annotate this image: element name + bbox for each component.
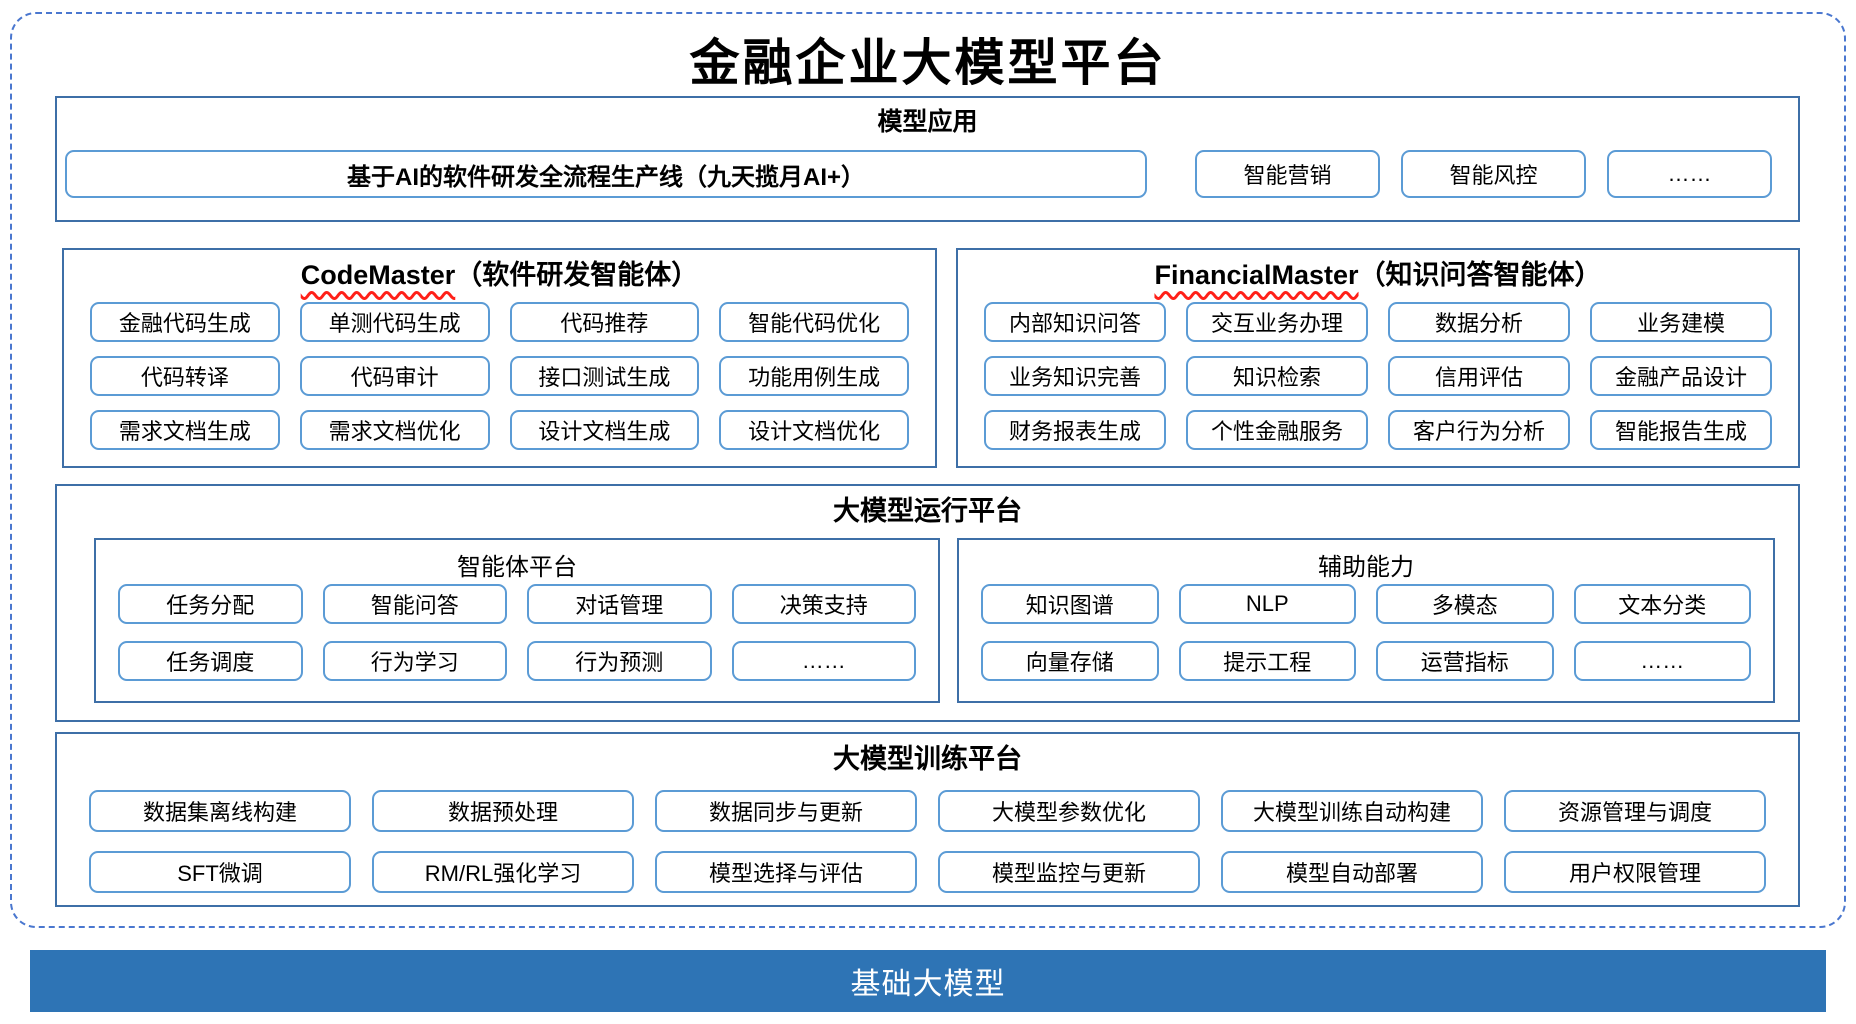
section-training-platform: 大模型训练平台 数据集离线构建 数据预处理 数据同步与更新 大模型参数优化 大模… [55,732,1800,907]
codemaster-name: CodeMaster [300,260,456,290]
codemaster-item: 金融代码生成 [90,302,280,342]
training-grid: 数据集离线构建 数据预处理 数据同步与更新 大模型参数优化 大模型训练自动构建 … [57,790,1798,893]
training-item: 大模型训练自动构建 [1221,790,1483,832]
codemaster-subtitle: （软件研发智能体） [455,260,699,290]
aux-ability-item: 知识图谱 [981,584,1159,624]
base-model-bar: 基础大模型 [30,950,1826,1012]
app-item-marketing: 智能营销 [1195,150,1380,198]
agent-platform-item: 任务调度 [118,641,303,681]
section-model-app-header: 模型应用 [877,108,978,136]
codemaster-item: 代码审计 [299,356,490,396]
training-item: SFT微调 [89,851,351,893]
agent-platform-item: …… [731,641,916,681]
section-runtime-header: 大模型运行平台 [833,496,1022,526]
financialmaster-item: 客户行为分析 [1388,410,1570,450]
training-item: 数据集离线构建 [89,790,351,832]
page-title: 金融企业大模型平台 [689,33,1167,92]
financialmaster-item: 财务报表生成 [984,410,1166,450]
agent-platform-item: 任务分配 [118,584,303,624]
agent-platform-grid: 任务分配 智能问答 对话管理 决策支持 任务调度 行为学习 行为预测 …… [96,584,938,681]
financialmaster-item: 交互业务办理 [1186,302,1368,342]
training-item: 大模型参数优化 [938,790,1200,832]
financialmaster-subtitle: （知识问答智能体） [1358,260,1602,290]
financialmaster-item: 内部知识问答 [984,302,1166,342]
codemaster-grid: 金融代码生成 单测代码生成 代码推荐 智能代码优化 代码转译 代码审计 接口测试… [64,302,935,450]
subsection-agent-platform: 智能体平台 任务分配 智能问答 对话管理 决策支持 任务调度 行为学习 行为预测… [94,538,940,703]
section-training-header: 大模型训练平台 [833,744,1022,774]
agent-platform-item: 对话管理 [527,584,712,624]
agent-platform-item: 行为预测 [527,641,712,681]
financialmaster-item: 智能报告生成 [1590,410,1772,450]
codemaster-item: 单测代码生成 [299,302,490,342]
app-item-risk-control: 智能风控 [1401,150,1586,198]
codemaster-item: 需求文档生成 [90,410,280,450]
codemaster-item: 设计文档生成 [509,410,700,450]
section-financialmaster: FinancialMaster（知识问答智能体） 内部知识问答 交互业务办理 数… [956,248,1800,468]
agent-platform-item: 行为学习 [322,641,507,681]
codemaster-item: 接口测试生成 [509,356,700,396]
aux-ability-header: 辅助能力 [1318,554,1414,581]
base-model-label: 基础大模型 [850,968,1006,1001]
app-item-ai-pipeline: 基于AI的软件研发全流程生产线（九天揽月AI+） [65,150,1147,198]
model-app-row: 基于AI的软件研发全流程生产线（九天揽月AI+） 智能营销 智能风控 …… [65,150,1790,198]
financialmaster-item: 金融产品设计 [1590,356,1772,396]
financialmaster-item: 知识检索 [1186,356,1368,396]
section-codemaster: CodeMaster（软件研发智能体） 金融代码生成 单测代码生成 代码推荐 智… [62,248,937,468]
aux-ability-item: 运营指标 [1376,641,1554,681]
section-model-app: 模型应用 基于AI的软件研发全流程生产线（九天揽月AI+） 智能营销 智能风控 … [55,96,1800,222]
training-item: 模型自动部署 [1221,851,1483,893]
section-financialmaster-header: FinancialMaster（知识问答智能体） [958,250,1798,291]
agent-platform-item: 决策支持 [731,584,916,624]
training-item: 用户权限管理 [1504,851,1766,893]
codemaster-item: 需求文档优化 [299,410,490,450]
aux-ability-item: 向量存储 [981,641,1159,681]
training-item: 模型监控与更新 [938,851,1200,893]
financialmaster-item: 信用评估 [1388,356,1570,396]
codemaster-item: 代码推荐 [509,302,700,342]
financialmaster-item: 数据分析 [1388,302,1570,342]
codemaster-item: 功能用例生成 [719,356,909,396]
codemaster-item: 设计文档优化 [719,410,909,450]
training-item: 数据预处理 [372,790,634,832]
aux-ability-item: 多模态 [1376,584,1554,624]
platform-frame: 金融企业大模型平台 模型应用 基于AI的软件研发全流程生产线（九天揽月AI+） … [10,12,1846,928]
subsection-aux-ability: 辅助能力 知识图谱 NLP 多模态 文本分类 向量存储 提示工程 运营指标 …… [957,538,1775,703]
aux-ability-item: NLP [1178,584,1356,624]
aux-ability-item: …… [1573,641,1751,681]
training-item: 数据同步与更新 [655,790,917,832]
section-runtime-platform: 大模型运行平台 智能体平台 任务分配 智能问答 对话管理 决策支持 任务调度 行… [55,484,1800,722]
codemaster-item: 智能代码优化 [719,302,909,342]
section-codemaster-header: CodeMaster（软件研发智能体） [64,250,935,291]
training-item: RM/RL强化学习 [372,851,634,893]
training-item: 资源管理与调度 [1504,790,1766,832]
financialmaster-item: 业务建模 [1590,302,1772,342]
financialmaster-name: FinancialMaster [1154,260,1359,290]
app-item-more: …… [1607,150,1772,198]
aux-ability-item: 提示工程 [1178,641,1356,681]
aux-ability-grid: 知识图谱 NLP 多模态 文本分类 向量存储 提示工程 运营指标 …… [959,584,1773,681]
financialmaster-item: 个性金融服务 [1186,410,1368,450]
aux-ability-item: 文本分类 [1573,584,1751,624]
training-item: 模型选择与评估 [655,851,917,893]
financialmaster-grid: 内部知识问答 交互业务办理 数据分析 业务建模 业务知识完善 知识检索 信用评估… [958,302,1798,450]
agent-platform-item: 智能问答 [322,584,507,624]
agent-platform-header: 智能体平台 [457,554,577,581]
codemaster-item: 代码转译 [90,356,280,396]
financialmaster-item: 业务知识完善 [984,356,1166,396]
